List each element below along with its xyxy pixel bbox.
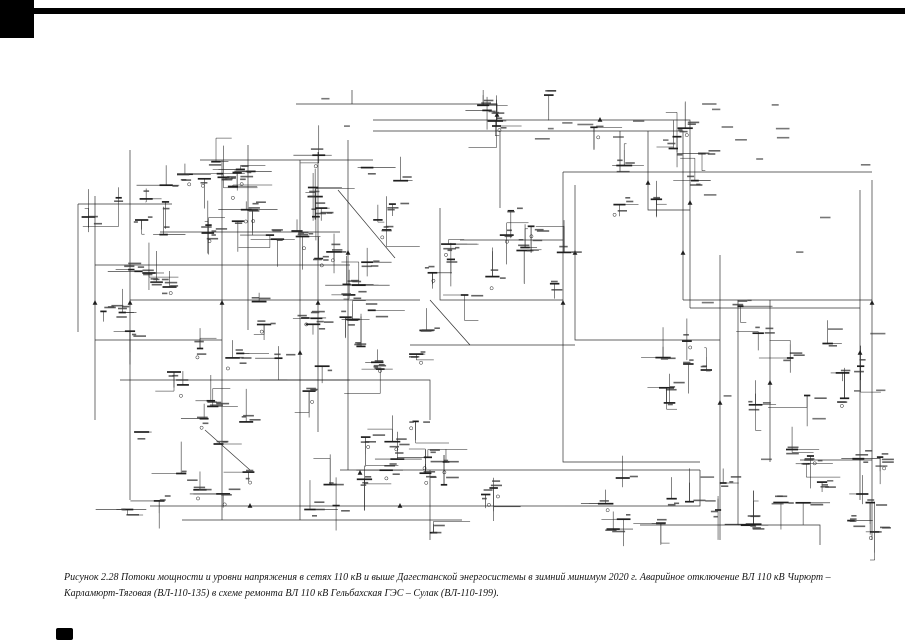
flow-arrows <box>92 112 875 508</box>
figure-caption: Рисунок 2.28 Потоки мощности и уровни на… <box>64 570 882 601</box>
route-label-marks <box>321 97 888 522</box>
transmission-routes <box>77 90 873 545</box>
scan-artifact-corner-block <box>0 0 34 38</box>
figure-caption-text: Рисунок 2.28 Потоки мощности и уровни на… <box>64 572 831 599</box>
scan-artifact-top-bar <box>0 8 905 14</box>
scan-artifact-bottom-mark <box>56 628 73 640</box>
substation-node-clusters <box>81 90 894 561</box>
